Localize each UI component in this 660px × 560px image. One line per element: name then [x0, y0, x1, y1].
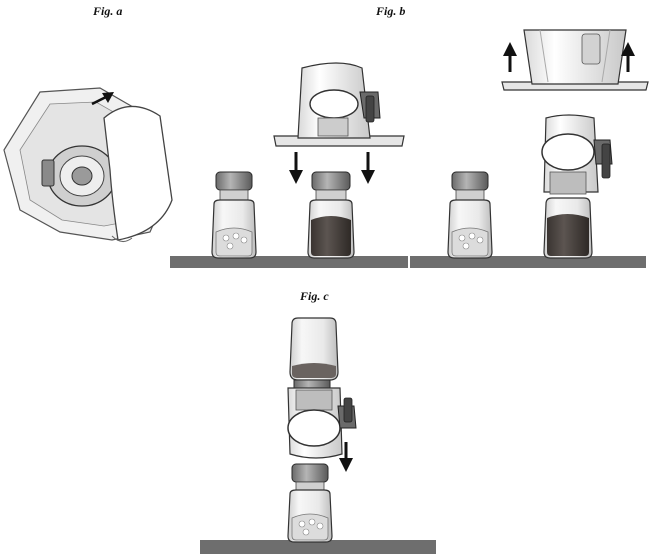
- fig-a-label: Fig. a: [93, 4, 123, 18]
- vial-adapter-b1: [273, 62, 405, 147]
- up-arrow-icon: [621, 42, 635, 72]
- powder-vial-b1: [211, 171, 257, 259]
- liquid-vial-b1: [307, 171, 355, 259]
- table-surface-b1: [170, 256, 408, 268]
- liquid-vial-with-adapter-b2: [541, 114, 613, 259]
- fig-b-label: Fig. b: [376, 4, 406, 18]
- up-arrow-icon: [503, 42, 517, 72]
- peeled-lid: [103, 105, 173, 241]
- powder-vial-b2: [447, 171, 493, 259]
- table-surface-c: [200, 540, 436, 554]
- adapter-packaging-lifted: [501, 29, 649, 91]
- vial-adapter-c: [287, 387, 357, 459]
- table-surface-b2: [410, 256, 646, 268]
- peel-arrow-icon: [91, 92, 114, 106]
- down-arrow-icon: [289, 152, 303, 184]
- down-arrow-icon: [339, 442, 353, 472]
- powder-vial-c: [287, 463, 333, 543]
- fig-c-label: Fig. c: [300, 289, 329, 303]
- fig-a-package: [3, 87, 173, 242]
- inverted-vial-c: [289, 317, 339, 391]
- down-arrow-icon: [361, 152, 375, 184]
